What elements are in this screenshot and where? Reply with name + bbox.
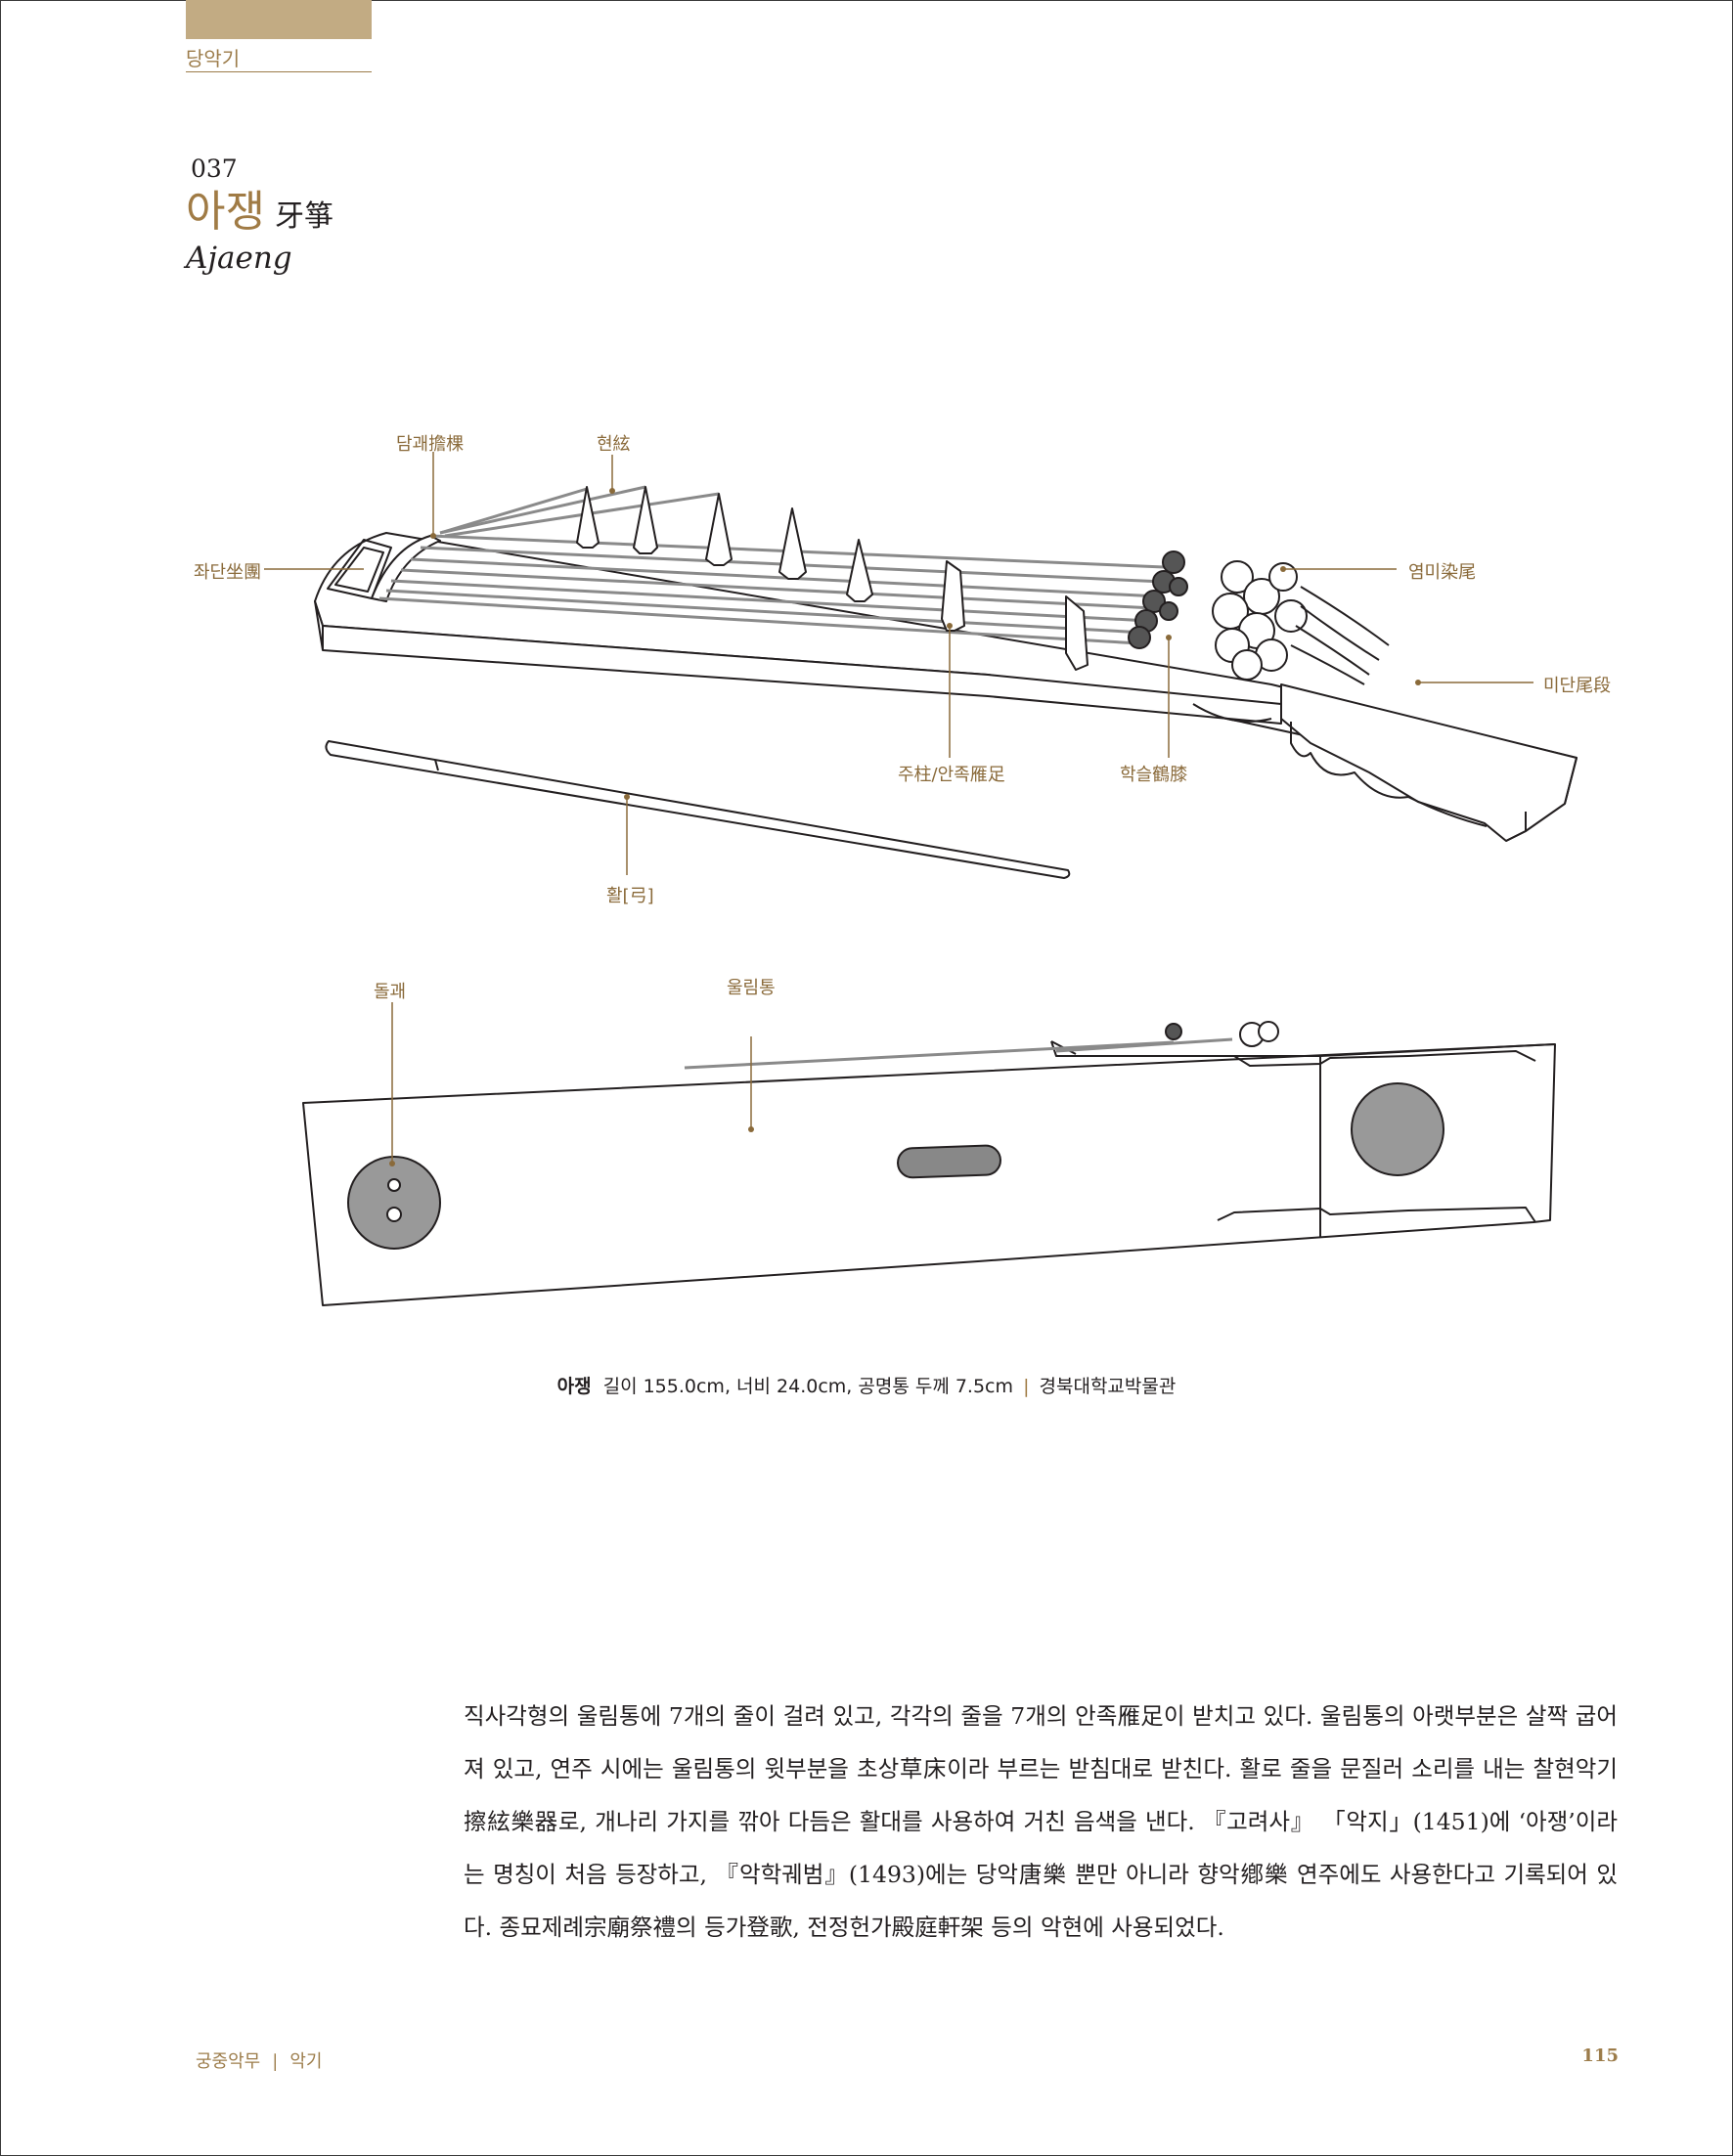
bow-illustration: [325, 740, 1071, 879]
label-jwadan: 좌단坐團: [194, 562, 262, 583]
label-hyeon: 현絃: [597, 434, 631, 455]
page-number: 115: [1581, 2046, 1619, 2066]
leader-lines: [264, 452, 1533, 1164]
caption-name: 아쟁: [556, 1376, 592, 1397]
label-yeommi: 염미染尾: [1408, 562, 1477, 583]
label-bow: 활[弓]: [606, 886, 654, 906]
tuning-pegs-tassel: [1128, 550, 1390, 685]
footer-section: 악기: [289, 2051, 323, 2072]
category-tab: [186, 0, 372, 39]
title-korean: 아쟁: [186, 187, 265, 237]
caption-source: 경북대학교박물관: [1039, 1376, 1177, 1397]
caption-separator: |: [1023, 1376, 1030, 1397]
entry-title: 아쟁 牙箏: [186, 186, 333, 243]
label-hakseul: 학슬鶴膝: [1120, 765, 1188, 785]
instrument-body-bottom: [302, 1021, 1556, 1306]
entry-number: 037: [191, 154, 238, 183]
label-ullimtong: 울림통: [727, 978, 776, 998]
strings-bottom: [684, 1037, 1233, 1070]
category-label: 당악기: [186, 47, 241, 70]
caption-dimensions: 길이 155.0cm, 너비 24.0cm, 공명통 두께 7.5cm: [602, 1376, 1014, 1397]
title-english: Ajaeng: [186, 241, 292, 276]
label-anjok: 주柱/안족雁足: [898, 765, 1005, 785]
label-midan: 미단尾段: [1543, 676, 1612, 696]
leader-dots: [389, 488, 1421, 1166]
footer-book: 궁중악무: [196, 2051, 261, 2072]
title-hanja: 牙箏: [274, 199, 333, 234]
label-dolgwae: 돌괘: [374, 982, 407, 1002]
label-damgwae: 담괘擔棵: [396, 434, 465, 455]
running-footer: 궁중악무 | 악기: [196, 2047, 322, 2073]
description-paragraph: 직사각형의 울림통에 7개의 줄이 걸려 있고, 각각의 줄을 7개의 안족雁足…: [464, 1702, 1618, 1941]
instrument-body-top: [314, 532, 1577, 842]
category-rule: [186, 71, 372, 72]
footer-separator: |: [272, 2051, 279, 2072]
bridges: [576, 486, 1089, 671]
